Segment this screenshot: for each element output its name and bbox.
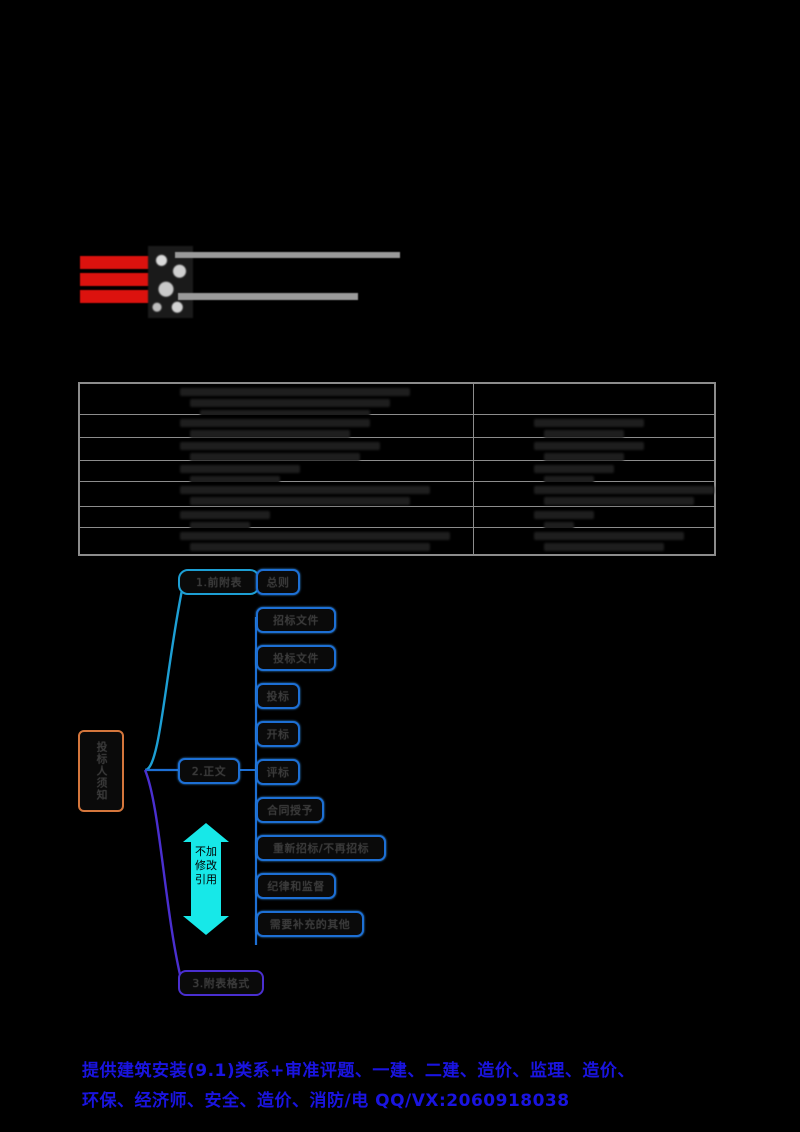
redacted-text-smudge: [543, 543, 664, 551]
redacted-text-smudge: [190, 497, 410, 505]
redacted-text-smudge: [180, 511, 270, 519]
reference-arrow: 不加修改引用: [183, 823, 229, 935]
specification-table: [78, 382, 716, 556]
diagram-section-node[interactable]: 纪律和监督: [256, 873, 336, 899]
redacted-text-smudge: [190, 430, 350, 438]
redacted-text-smudge: [543, 522, 574, 530]
table-row: [78, 437, 716, 461]
arrow-head-up-icon: [183, 823, 229, 842]
table-cell: [78, 527, 474, 556]
diagram-section-label: 投标: [266, 690, 290, 703]
redacted-text-smudge: [190, 399, 390, 407]
redacted-text-smudge: [180, 388, 410, 396]
redacted-text-smudge: [180, 442, 380, 450]
footer-line-2: 环保、经济师、安全、造价、消防/电 QQ/VX:2060918038: [82, 1091, 570, 1111]
redacted-red-line-3: [80, 290, 158, 303]
table-cell: [78, 460, 474, 484]
diagram-section-node[interactable]: 合同授予: [256, 797, 324, 823]
table-cell: [472, 527, 716, 556]
redacted-gray-line-2: [178, 293, 358, 300]
redacted-text-smudge: [533, 419, 644, 427]
arrow-head-down-icon: [183, 916, 229, 935]
diagram-root-node[interactable]: 投标人须知: [78, 730, 124, 812]
diagram-section-node[interactable]: 投标: [256, 683, 300, 709]
diagram-section-label: 总则: [266, 576, 290, 589]
diagram-section-label: 需要补充的其他: [269, 918, 351, 931]
table-cell: [472, 506, 716, 530]
table-row: [78, 460, 716, 484]
footer-advertisement: 提供建筑安装(9.1)类系+审准评题、一建、二建、造价、监理、造价、 环保、经济…: [82, 1056, 722, 1116]
table-cell: [472, 481, 716, 507]
diagram-branch-1-label: 1.前附表: [196, 576, 242, 589]
table-row: [78, 506, 716, 530]
diagram-branch-2[interactable]: 2.正文: [178, 758, 240, 784]
diagram-section-label: 合同授予: [267, 804, 313, 817]
redacted-text-smudge: [543, 430, 624, 438]
redacted-text-smudge: [533, 442, 644, 450]
redacted-text-smudge: [190, 476, 280, 484]
redacted-text-smudge: [533, 511, 594, 519]
redacted-text-smudge: [180, 532, 450, 540]
table-row: [78, 527, 716, 556]
redacted-text-smudge: [190, 453, 360, 461]
structure-diagram: 投标人须知 1.前附表 2.正文 3.附表格式 不加修改引用 总则招标文件投标文…: [70, 555, 530, 1025]
redacted-header-block: [70, 240, 420, 330]
redacted-text-smudge: [180, 419, 370, 427]
diagram-section-node[interactable]: 开标: [256, 721, 300, 747]
reference-arrow-label: 不加修改引用: [195, 845, 217, 886]
table-cell: [78, 481, 474, 507]
diagram-section-node[interactable]: 重新招标/不再招标: [256, 835, 386, 861]
footer-line-1: 提供建筑安装(9.1)类系+审准评题、一建、二建、造价、监理、造价、: [82, 1061, 635, 1081]
table-cell: [472, 382, 716, 415]
diagram-section-node[interactable]: 需要补充的其他: [256, 911, 364, 937]
diagram-section-label: 重新招标/不再招标: [272, 842, 370, 855]
diagram-branch-2-label: 2.正文: [191, 765, 227, 778]
diagram-section-label: 纪律和监督: [267, 880, 325, 893]
blurred-seal-graphic: [148, 246, 193, 318]
redacted-gray-line-1: [175, 252, 400, 258]
redacted-text-smudge: [190, 543, 430, 551]
redacted-text-smudge: [543, 453, 624, 461]
redacted-text-smudge: [533, 465, 614, 473]
diagram-section-node[interactable]: 招标文件: [256, 607, 336, 633]
redacted-text-smudge: [543, 497, 694, 505]
diagram-branch-3-label: 3.附表格式: [192, 977, 250, 990]
diagram-section-node[interactable]: 投标文件: [256, 645, 336, 671]
table-cell: [78, 382, 474, 429]
table-cell: [472, 437, 716, 461]
diagram-section-label: 开标: [266, 728, 290, 741]
redacted-red-line-1: [80, 256, 158, 269]
diagram-section-label: 评标: [266, 766, 290, 779]
table-row: [78, 481, 716, 507]
diagram-section-label: 投标文件: [273, 652, 319, 665]
redacted-red-line-2: [80, 273, 158, 286]
redacted-text-smudge: [533, 532, 684, 540]
table-row: [78, 414, 716, 438]
redacted-text-smudge: [180, 465, 300, 473]
diagram-section-node[interactable]: 评标: [256, 759, 300, 785]
table-cell: [472, 414, 716, 438]
diagram-branch-3[interactable]: 3.附表格式: [178, 970, 264, 996]
redacted-text-smudge: [190, 522, 250, 530]
table-cell: [78, 414, 474, 438]
table-cell: [78, 437, 474, 461]
diagram-section-label: 招标文件: [273, 614, 319, 627]
redacted-text-smudge: [533, 486, 714, 494]
diagram-root-label: 投标人须知: [95, 741, 108, 801]
table-cell: [472, 460, 716, 484]
table-row: [78, 382, 716, 429]
arrow-shaft: [191, 841, 221, 917]
table-cell: [78, 506, 474, 530]
diagram-branch-1[interactable]: 1.前附表: [178, 569, 260, 595]
redacted-text-smudge: [180, 486, 430, 494]
redacted-text-smudge: [543, 476, 594, 484]
diagram-section-node[interactable]: 总则: [256, 569, 300, 595]
